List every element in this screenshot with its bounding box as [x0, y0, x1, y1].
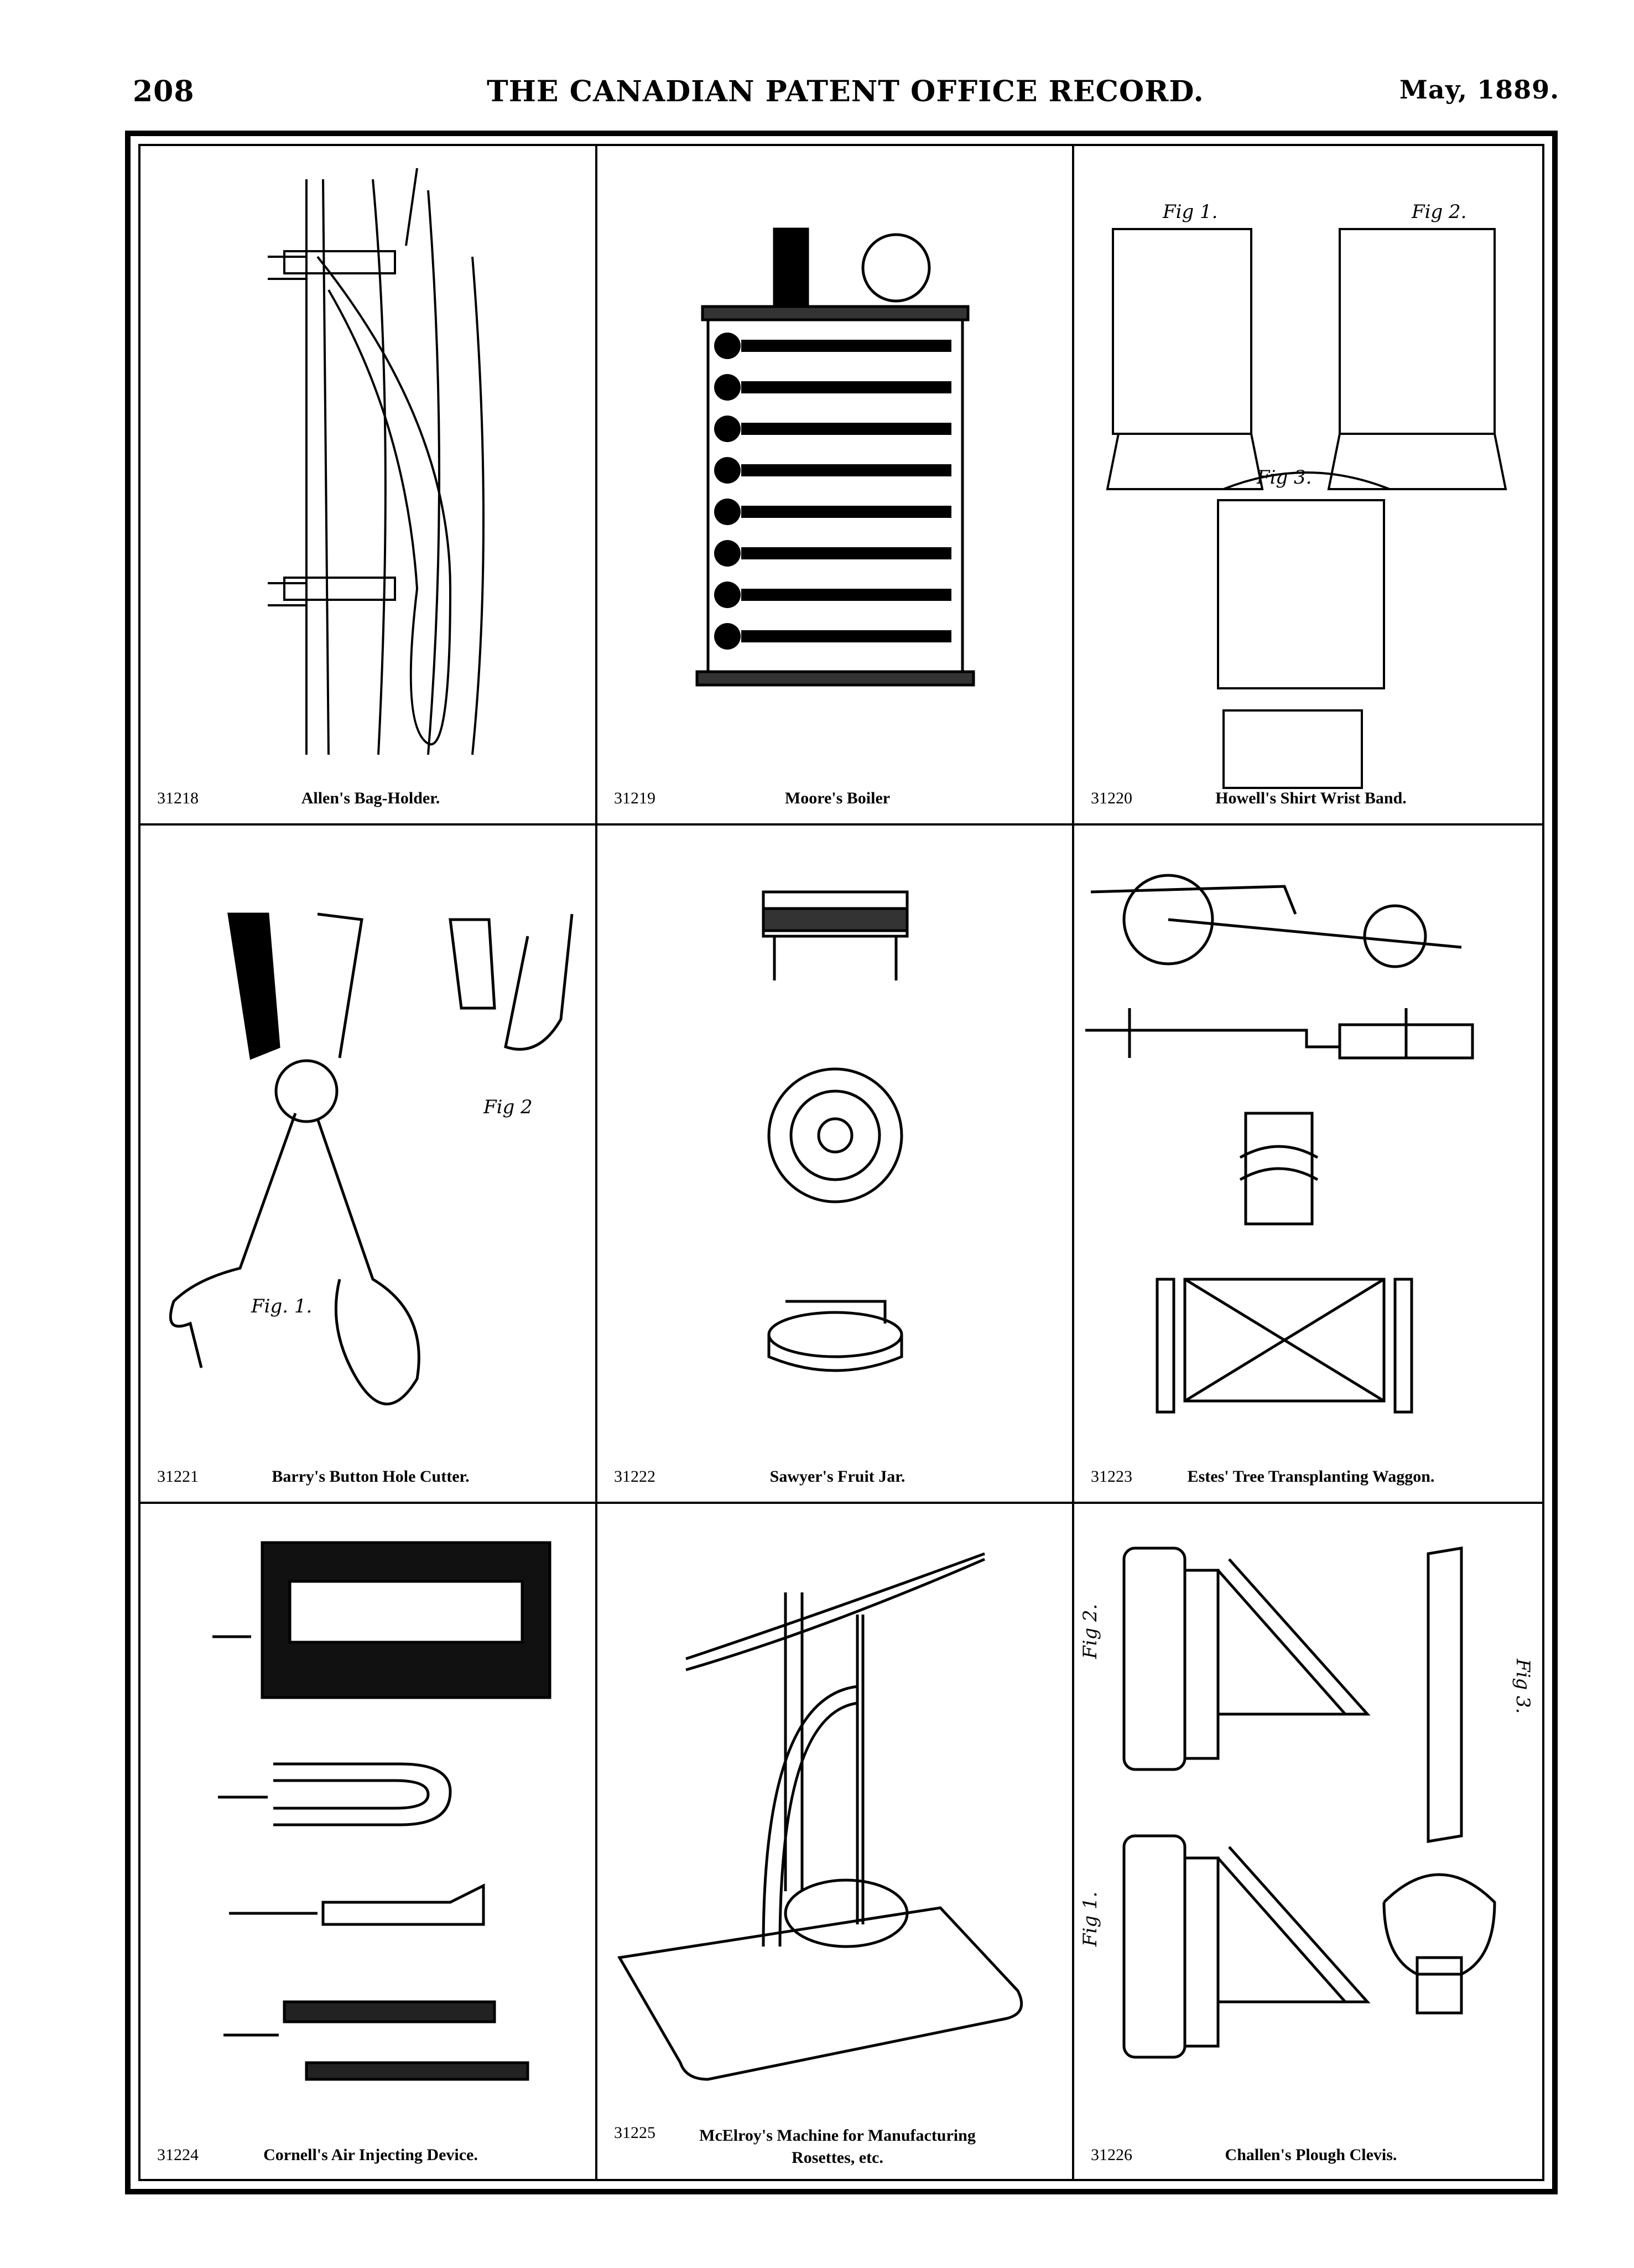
figure-label: Fig 3.: [1256, 466, 1312, 489]
patent-number: 31219: [614, 789, 655, 807]
boiler-tube-end: [714, 540, 741, 567]
boiler-tube-end: [714, 457, 741, 484]
boiler-tube: [741, 340, 951, 352]
patent-cell-31223: 31223 Estes' Tree Transplanting Waggon.: [1074, 826, 1542, 1502]
figure-label: Fig 1.: [1162, 201, 1217, 223]
figure-label: Fig 3.: [1512, 1658, 1534, 1714]
row-divider: [140, 823, 1542, 826]
patent-number: 31218: [157, 789, 199, 807]
patent-number: 31224: [157, 2146, 199, 2164]
boiler-tube: [741, 589, 951, 601]
plough-clevis-drawing: Fig 2. Fig 1. Fig 3.: [1079, 1546, 1534, 2059]
patent-cell-31226: Fig 2. Fig 1. Fig 3. 31226 Challen's Plou…: [1074, 1504, 1542, 2180]
patent-title: Allen's Bag-Holder.: [301, 789, 440, 807]
patent-number: 31221: [157, 1467, 199, 1486]
row-divider: [140, 1502, 1542, 1504]
figure-label: Fig 2.: [1411, 201, 1466, 223]
patent-cell-31219: 31219 Moore's Boiler: [597, 146, 1072, 823]
bag-holder-drawing: [268, 168, 485, 755]
boiler-tube: [741, 423, 951, 435]
boiler-tube-end: [714, 623, 741, 650]
patent-number: 31225: [614, 2124, 655, 2142]
figure-label: Fig. 1.: [251, 1295, 312, 1317]
patent-number: 31222: [614, 1467, 655, 1486]
boiler-tube-end: [714, 416, 741, 442]
patent-plate-frame: 31218 Allen's Bag-Holder. 31219 Moore's Bo…: [125, 131, 1558, 2194]
patent-cell-31218: 31218 Allen's Bag-Holder.: [140, 146, 595, 823]
boiler-tube-end: [714, 333, 741, 359]
wrist-band-drawing: Fig 1. Fig 2. Fig 3.: [1106, 201, 1507, 789]
rosette-machine-drawing: [617, 1552, 1023, 2081]
boiler-tube: [741, 506, 951, 518]
page-number: 208: [133, 75, 195, 108]
patent-cell-31221: Fig 2 Fig. 1. 31221 Barry's Button Hole C…: [140, 826, 595, 1502]
boiler-tube: [741, 381, 951, 393]
patent-title-line: Rosettes, etc.: [792, 2148, 883, 2167]
patent-title: Cornell's Air Injecting Device.: [263, 2146, 478, 2164]
figure-label: Fig 2.: [1079, 1604, 1101, 1659]
patent-cell-31220: Fig 1. Fig 2. Fig 3. 31220 Howell's Shirt…: [1074, 146, 1542, 823]
patent-cell-31222: 31222 Sawyer's Fruit Jar.: [597, 826, 1072, 1502]
air-injecting-device-drawing: [212, 1541, 551, 2081]
patent-cell-31224: 31224 Cornell's Air Injecting Device.: [140, 1504, 595, 2180]
column-divider: [595, 146, 597, 2179]
boiler-tube-end: [714, 499, 741, 525]
boiler-tube: [741, 464, 951, 476]
patent-number: 31226: [1091, 2146, 1132, 2164]
issue-date: May, 1889.: [1399, 75, 1560, 105]
boiler-tube-end: [714, 582, 741, 608]
column-divider: [1072, 146, 1074, 2179]
patent-title: Challen's Plough Clevis.: [1225, 2146, 1397, 2164]
button-hole-cutter-drawing: Fig 2 Fig. 1.: [169, 912, 574, 1405]
boiler-tube: [741, 547, 951, 559]
patent-title-line: McElroy's Machine for Manufacturing: [699, 2126, 976, 2145]
patent-title: Moore's Boiler: [784, 789, 891, 807]
patent-cell-31225: 31225 McElroy's Machine for Manufacturin…: [597, 1504, 1072, 2180]
boiler-drawing: [695, 227, 975, 687]
patent-title: Estes' Tree Transplanting Waggon.: [1187, 1467, 1435, 1486]
figure-label: Fig 2: [483, 1096, 533, 1118]
boiler-tube-end: [714, 374, 741, 401]
patent-number: 31220: [1091, 789, 1132, 807]
patent-title: Sawyer's Fruit Jar.: [769, 1467, 906, 1486]
publication-title: THE CANADIAN PATENT OFFICE RECORD.: [487, 75, 1204, 108]
patent-grid: 31218 Allen's Bag-Holder. 31219 Moore's Bo…: [138, 144, 1544, 2181]
patent-title: Howell's Shirt Wrist Band.: [1215, 789, 1407, 807]
boiler-tube: [741, 630, 951, 642]
tree-waggon-drawing: [1085, 874, 1474, 1414]
patent-number: 31223: [1091, 1467, 1132, 1486]
figure-label: Fig 1.: [1079, 1892, 1101, 1947]
patent-title: Barry's Button Hole Cutter.: [272, 1467, 470, 1486]
fruit-jar-drawing: [762, 890, 909, 1372]
